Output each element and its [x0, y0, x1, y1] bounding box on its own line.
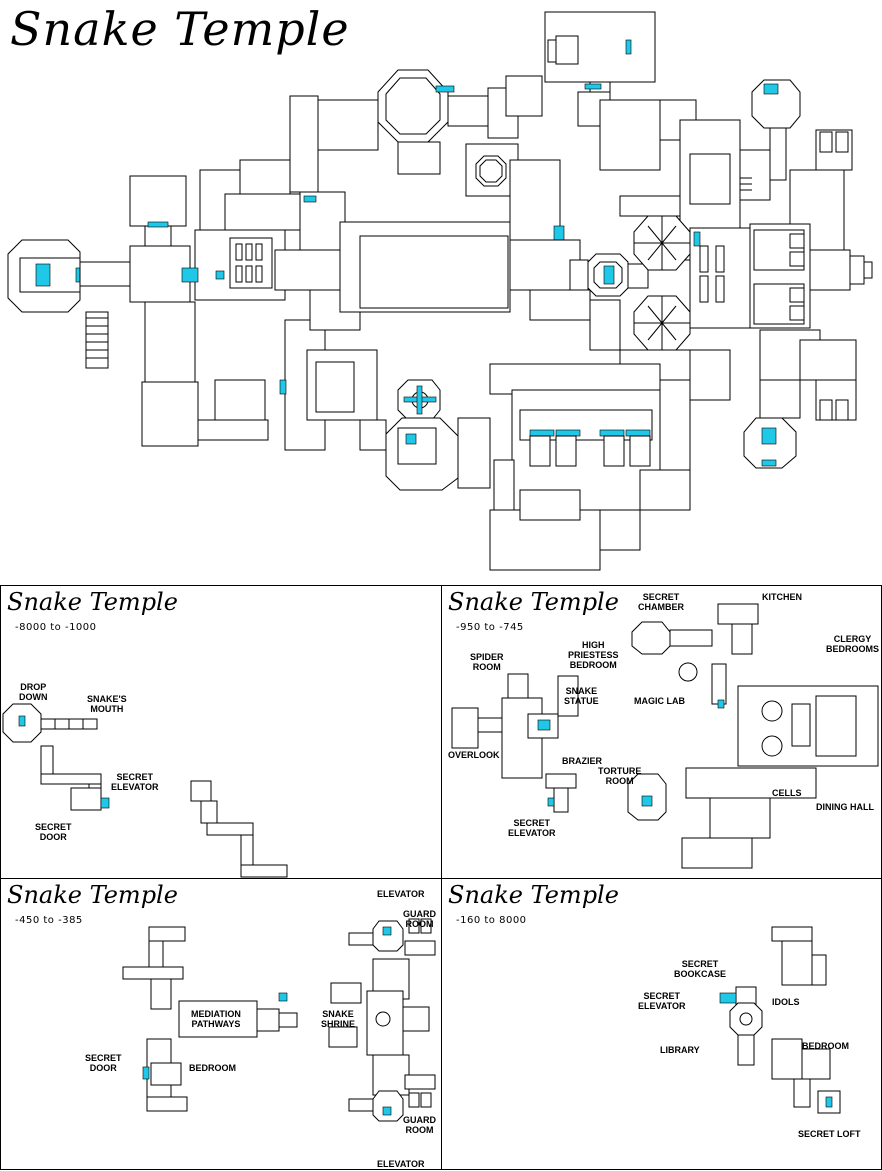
main-map — [7, 11, 873, 571]
label-torture-room: TORTURE ROOM — [598, 766, 642, 786]
panel-3-map — [122, 918, 436, 1122]
panel-level-4: Snake Temple -160 to 8000 SECRET BOOKCAS… — [441, 878, 882, 1170]
map-title: Snake Temple — [10, 2, 350, 56]
main-map-rooms — [7, 11, 873, 571]
label-secret-loft: SECRET LOFT — [798, 1129, 861, 1139]
panel-level-2: Snake Temple -950 to -745 SECRET CHAMBER… — [441, 585, 882, 879]
panel-title: Snake Temple — [448, 588, 619, 616]
panel-title: Snake Temple — [448, 881, 619, 909]
label-secret-elevator: SECRET ELEVATOR — [111, 772, 159, 792]
label-drop-down: DROP DOWN — [19, 682, 48, 702]
label-high-priestess-bedroom: HIGH PRIESTESS BEDROOM — [568, 640, 619, 670]
label-secret-chamber: SECRET CHAMBER — [638, 592, 684, 612]
label-spider-room: SPIDER ROOM — [470, 652, 504, 672]
panel-1-map — [2, 703, 288, 878]
panel-level-3: Snake Temple -450 to -385 ELEVATOR GUARD — [0, 878, 442, 1170]
label-bedroom: BEDROOM — [802, 1041, 849, 1051]
label-magic-lab: MAGIC LAB — [634, 696, 685, 706]
label-dining-hall: DINING HALL — [816, 802, 874, 812]
panel-title: Snake Temple — [7, 588, 178, 616]
label-mediation-pathways: MEDIATION PATHWAYS — [191, 1009, 241, 1029]
label-snake-statue: SNAKE STATUE — [564, 686, 599, 706]
label-elevator-top: ELEVATOR — [377, 889, 425, 899]
label-guard-room-top: GUARD ROOM — [403, 909, 436, 929]
main-map-secret-stairs — [740, 177, 752, 191]
panel-2-map — [451, 603, 879, 869]
panel-4-map — [719, 926, 841, 1114]
label-guard-room-bottom: GUARD ROOM — [403, 1115, 436, 1135]
panel-depth-range: -160 to 8000 — [456, 915, 527, 926]
label-kitchen: KITCHEN — [762, 592, 802, 602]
label-brazier: BRAZIER — [562, 756, 602, 766]
label-bedroom: BEDROOM — [189, 1063, 236, 1073]
label-elevator-bottom: ELEVATOR — [377, 1159, 425, 1169]
panel-depth-range: -950 to -745 — [456, 622, 524, 633]
label-idols: IDOLS — [772, 997, 800, 1007]
label-snakes-mouth: SNAKE'S MOUTH — [87, 694, 127, 714]
label-library: LIBRARY — [660, 1045, 700, 1055]
panel-depth-range: -450 to -385 — [15, 915, 83, 926]
label-clergy-bedrooms: CLERGY BEDROOMS — [826, 634, 880, 654]
label-secret-door: SECRET DOOR — [35, 822, 72, 842]
panel-depth-range: -8000 to -1000 — [15, 622, 97, 633]
label-secret-elevator: SECRET ELEVATOR — [508, 818, 556, 838]
label-overlook: OVERLOOK — [448, 750, 500, 760]
label-secret-bookcase: SECRET BOOKCASE — [674, 959, 727, 979]
label-snake-shrine: SNAKE SHRINE — [321, 1009, 356, 1029]
label-cells: CELLS — [772, 788, 802, 798]
panel-title: Snake Temple — [7, 881, 178, 909]
label-secret-elevator: SECRET ELEVATOR — [638, 991, 686, 1011]
label-secret-door: SECRET DOOR — [85, 1053, 122, 1073]
panel-level-1: Snake Temple -8000 to -1000 DROP DOWN SN… — [0, 585, 442, 879]
